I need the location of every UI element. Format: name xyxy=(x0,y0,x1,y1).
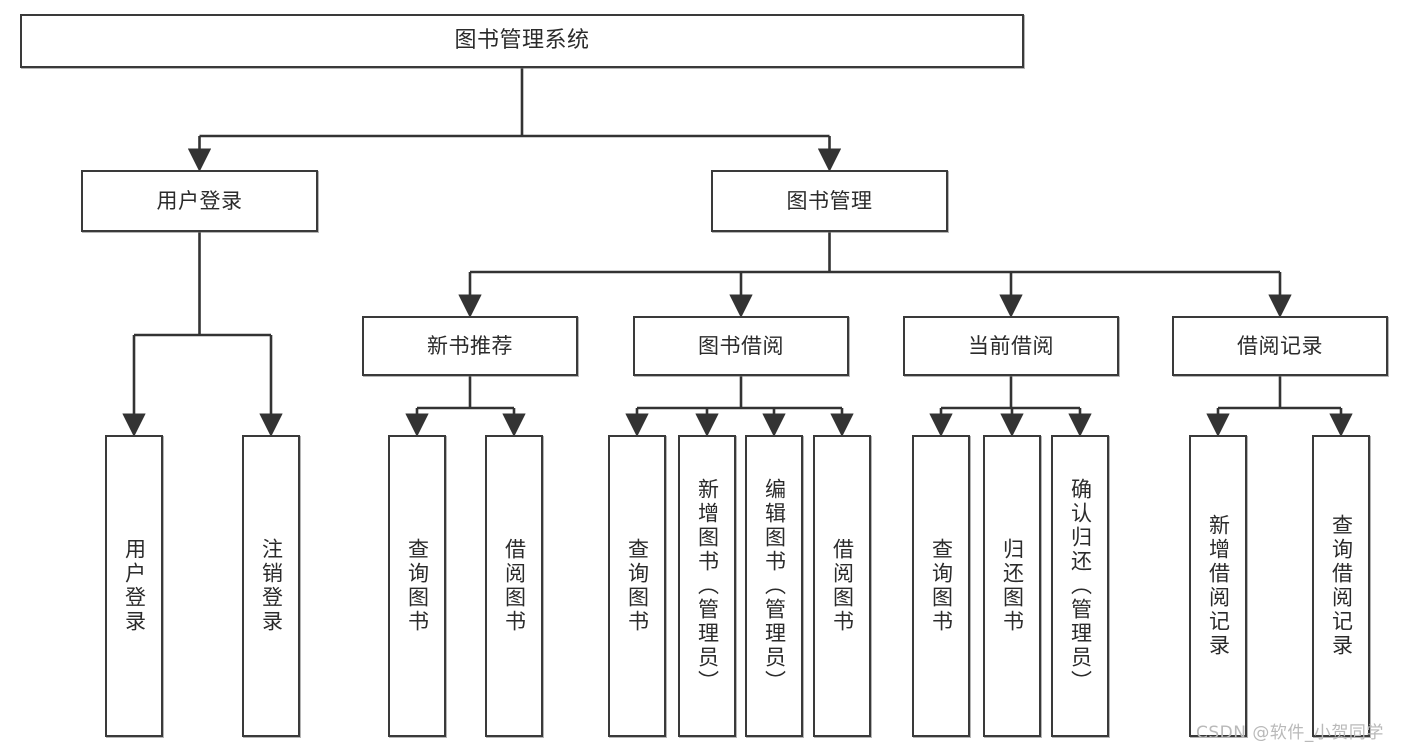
node-user-login-label: 用户登录 xyxy=(156,188,243,213)
leaf-br-query-record-label: 查询借阅记录 xyxy=(1329,514,1354,658)
edge-group xyxy=(122,68,1353,437)
leaf-user-login[interactable]: 用户登录 xyxy=(105,435,163,737)
leaf-logout-label: 注销登录 xyxy=(259,538,284,634)
leaf-user-login-label: 用户登录 xyxy=(122,538,147,634)
leaf-bb-query-book-label: 查询图书 xyxy=(625,538,650,634)
node-current-borrowing-label: 当前借阅 xyxy=(968,333,1054,358)
leaf-cb-query-book[interactable]: 查询图书 xyxy=(912,435,970,737)
leaf-rec-borrow-book[interactable]: 借阅图书 xyxy=(485,435,543,737)
leaf-cb-confirm-return-label: 确认归还（管理员） xyxy=(1068,478,1093,694)
node-new-book-recommendation-label: 新书推荐 xyxy=(427,333,513,358)
csdn-watermark: CSDN @软件_小贺同学 xyxy=(1196,723,1384,743)
node-current-borrowing[interactable]: 当前借阅 xyxy=(903,316,1119,376)
leaf-cb-return-book-label: 归还图书 xyxy=(1000,538,1025,634)
leaf-bb-add-book[interactable]: 新增图书（管理员） xyxy=(678,435,736,737)
node-root-label: 图书管理系统 xyxy=(454,28,590,54)
node-book-borrowing-label: 图书借阅 xyxy=(698,333,784,358)
node-new-book-recommendation[interactable]: 新书推荐 xyxy=(362,316,578,376)
node-book-borrowing[interactable]: 图书借阅 xyxy=(633,316,849,376)
leaf-cb-query-book-label: 查询图书 xyxy=(929,538,954,634)
leaf-bb-edit-book[interactable]: 编辑图书（管理员） xyxy=(745,435,803,737)
leaf-rec-query-book[interactable]: 查询图书 xyxy=(388,435,446,737)
leaf-cb-confirm-return[interactable]: 确认归还（管理员） xyxy=(1051,435,1109,737)
leaf-bb-edit-book-label: 编辑图书（管理员） xyxy=(762,478,787,694)
node-book-management[interactable]: 图书管理 xyxy=(711,170,948,232)
leaf-br-query-record[interactable]: 查询借阅记录 xyxy=(1312,435,1370,737)
leaf-bb-borrow-book-label: 借阅图书 xyxy=(830,538,855,634)
leaf-bb-borrow-book[interactable]: 借阅图书 xyxy=(813,435,871,737)
leaf-bb-add-book-label: 新增图书（管理员） xyxy=(695,478,720,694)
node-borrowing-record-label: 借阅记录 xyxy=(1237,333,1323,358)
leaf-cb-return-book[interactable]: 归还图书 xyxy=(983,435,1041,737)
node-user-login[interactable]: 用户登录 xyxy=(81,170,318,232)
leaf-br-add-record[interactable]: 新增借阅记录 xyxy=(1189,435,1247,737)
node-book-management-label: 图书管理 xyxy=(786,188,873,213)
leaf-br-add-record-label: 新增借阅记录 xyxy=(1206,514,1231,658)
leaf-rec-borrow-book-label: 借阅图书 xyxy=(502,538,527,634)
leaf-bb-query-book[interactable]: 查询图书 xyxy=(608,435,666,737)
node-root[interactable]: 图书管理系统 xyxy=(20,14,1024,68)
leaf-rec-query-book-label: 查询图书 xyxy=(405,538,430,634)
leaf-logout[interactable]: 注销登录 xyxy=(242,435,300,737)
node-borrowing-record[interactable]: 借阅记录 xyxy=(1172,316,1388,376)
